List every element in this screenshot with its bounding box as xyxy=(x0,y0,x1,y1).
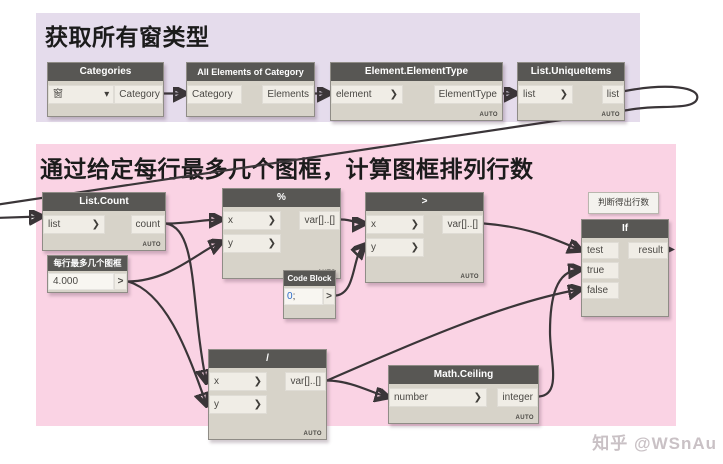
node-math-ceiling[interactable]: Math.Ceiling number ❯ integer AUTO xyxy=(388,365,539,424)
default-value-chevron-icon: ❯ xyxy=(389,89,398,100)
input-port-x[interactable]: x ❯ xyxy=(366,215,424,234)
lacing-badge: AUTO xyxy=(479,112,498,118)
input-port-false[interactable]: false xyxy=(582,282,619,299)
output-port-category[interactable]: Category xyxy=(114,85,163,104)
node-title: / xyxy=(209,350,326,368)
node-element-elementtype[interactable]: Element.ElementType element ❯ ElementTyp… xyxy=(330,62,503,121)
output-port-integer[interactable]: integer xyxy=(497,388,538,407)
port-label: y xyxy=(371,242,376,253)
default-value-chevron-icon: ❯ xyxy=(91,219,100,230)
code-block-editor[interactable]: 0; xyxy=(284,288,323,305)
default-value-chevron-icon: ❯ xyxy=(253,376,262,387)
category-dropdown[interactable]: 窗 ▾ xyxy=(48,85,115,104)
port-label: number xyxy=(394,392,428,403)
output-port-var[interactable]: var[]..[] xyxy=(442,215,483,234)
node-categories[interactable]: Categories 窗 ▾ Category xyxy=(47,62,164,117)
node-title: Code Block xyxy=(284,271,335,286)
node-divide[interactable]: / x ❯ y ❯ var[]..[] AUTO xyxy=(208,349,327,440)
port-label: x xyxy=(228,215,233,226)
lacing-badge: AUTO xyxy=(601,112,620,118)
default-value-chevron-icon: ❯ xyxy=(410,219,419,230)
node-title: List.Count xyxy=(43,193,165,211)
node-greater-than[interactable]: > x ❯ y ❯ var[]..[] AUTO xyxy=(365,192,484,283)
node-title: > xyxy=(366,193,483,211)
node-title: If xyxy=(582,220,668,238)
default-value-chevron-icon: ❯ xyxy=(253,399,262,410)
number-value-field[interactable]: 4.000 xyxy=(48,273,114,290)
default-value-chevron-icon: ❯ xyxy=(267,238,276,249)
code-number: 0 xyxy=(287,291,293,302)
node-title: All Elements of Category xyxy=(187,63,314,81)
node-title: % xyxy=(223,189,340,207)
note-row-count[interactable]: 判断得出行数 xyxy=(588,192,659,214)
port-label: y xyxy=(214,399,219,410)
output-port-list[interactable]: list xyxy=(601,85,624,104)
port-label: x xyxy=(214,376,219,387)
node-all-elements-of-category[interactable]: All Elements of Category Category Elemen… xyxy=(186,62,315,117)
lacing-badge: AUTO xyxy=(142,242,161,248)
port-label: list xyxy=(523,89,536,100)
node-code-block[interactable]: Code Block 0; > xyxy=(283,270,336,319)
output-port-result[interactable]: result xyxy=(628,242,668,259)
input-port-test[interactable]: test xyxy=(582,242,619,259)
input-port-y[interactable]: y ❯ xyxy=(223,234,281,253)
node-modulo[interactable]: % x ❯ y ❯ var[]..[] AUTO xyxy=(222,188,341,279)
node-title: Math.Ceiling xyxy=(389,366,538,384)
code-suffix: ; xyxy=(292,291,296,302)
node-list-count[interactable]: List.Count list ❯ count AUTO xyxy=(42,192,166,251)
group-calc-rows xyxy=(36,144,676,426)
default-value-chevron-icon: ❯ xyxy=(267,215,276,226)
input-port-true[interactable]: true xyxy=(582,262,619,279)
node-title: List.UniqueItems xyxy=(518,63,624,81)
lacing-badge: AUTO xyxy=(303,431,322,437)
output-port-count[interactable]: count xyxy=(130,215,165,234)
input-port-element[interactable]: element ❯ xyxy=(331,85,403,104)
default-value-chevron-icon: ❯ xyxy=(410,242,419,253)
watermark: 知乎 @WSnAu xyxy=(592,434,717,453)
input-port-x[interactable]: x ❯ xyxy=(223,211,281,230)
input-port-list[interactable]: list ❯ xyxy=(518,85,573,104)
group-title-bottom: 通过给定每行最多几个图框，计算图框排列行数 xyxy=(40,156,534,182)
output-port-var[interactable]: var[]..[] xyxy=(299,211,340,230)
dropdown-value: 窗 xyxy=(53,89,63,100)
port-label: x xyxy=(371,219,376,230)
node-max-frames-per-row[interactable]: 每行最多几个图框 4.000 > xyxy=(47,255,128,293)
default-value-chevron-icon: ❯ xyxy=(559,89,568,100)
input-port-list[interactable]: list ❯ xyxy=(43,215,105,234)
dropdown-arrow-icon: ▾ xyxy=(104,89,110,100)
output-port[interactable]: > xyxy=(114,273,127,290)
node-title: 每行最多几个图框 xyxy=(48,256,127,271)
lacing-badge: AUTO xyxy=(515,415,534,421)
lacing-badge: AUTO xyxy=(460,274,479,280)
port-label: Category xyxy=(192,89,233,100)
output-port-elementtype[interactable]: ElementType xyxy=(433,85,502,104)
node-if[interactable]: If test true false result xyxy=(581,219,669,317)
input-port-number[interactable]: number ❯ xyxy=(389,388,487,407)
port-label: false xyxy=(587,285,609,296)
node-title: Categories xyxy=(48,63,163,81)
input-port-y[interactable]: y ❯ xyxy=(366,238,424,257)
group-title-top: 获取所有窗类型 xyxy=(45,24,210,50)
node-title: Element.ElementType xyxy=(331,63,502,81)
node-list-uniqueitems[interactable]: List.UniqueItems list ❯ list AUTO xyxy=(517,62,625,121)
port-label: y xyxy=(228,238,233,249)
input-port-y[interactable]: y ❯ xyxy=(209,395,267,414)
port-label: element xyxy=(336,89,372,100)
input-port-category[interactable]: Category xyxy=(187,85,242,104)
output-port-var[interactable]: var[]..[] xyxy=(285,372,326,391)
port-label: test xyxy=(587,245,604,256)
port-label: true xyxy=(587,265,605,276)
input-port-x[interactable]: x ❯ xyxy=(209,372,267,391)
default-value-chevron-icon: ❯ xyxy=(473,392,482,403)
output-port-elements[interactable]: Elements xyxy=(262,85,314,104)
output-port[interactable]: > xyxy=(323,288,335,305)
port-label: list xyxy=(48,219,61,230)
